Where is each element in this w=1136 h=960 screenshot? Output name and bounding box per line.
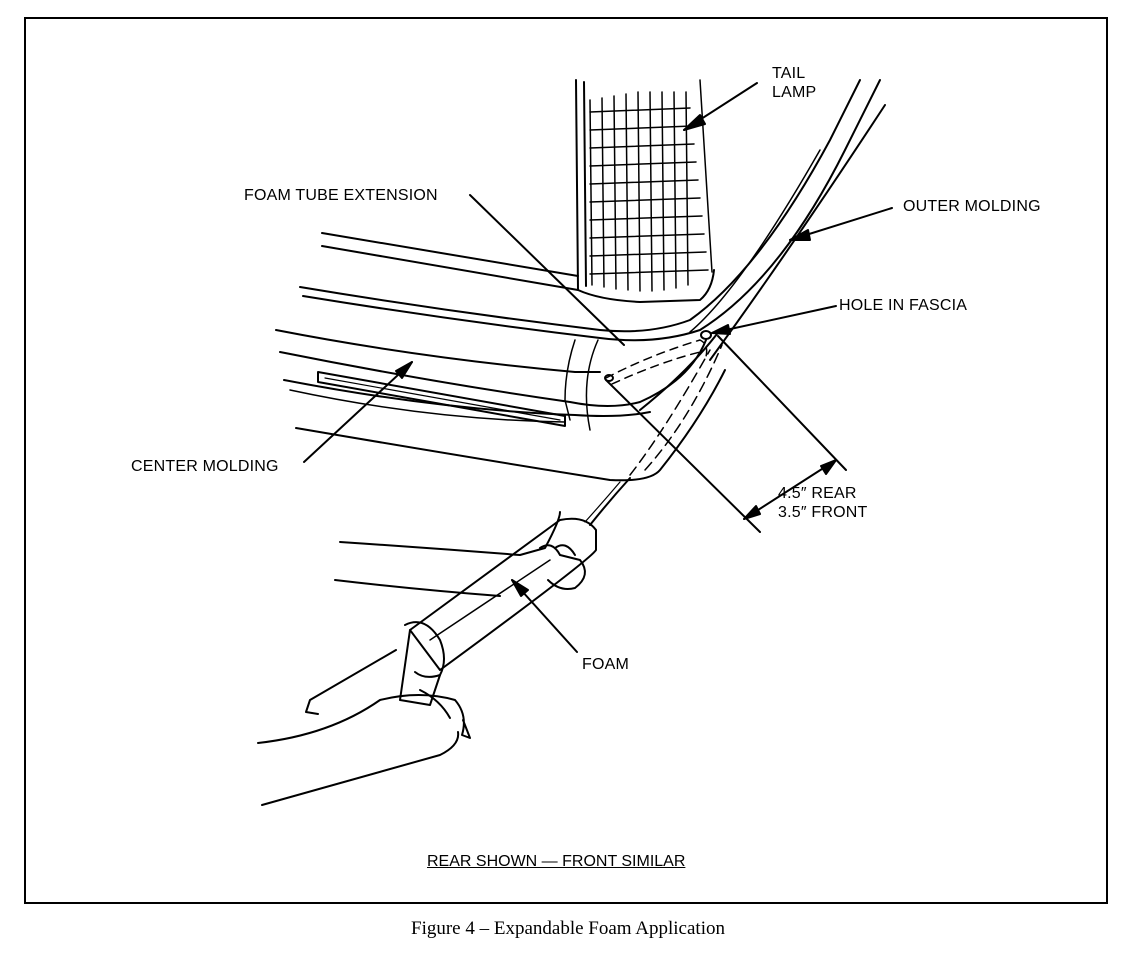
label-foam: FOAM: [582, 656, 630, 673]
figure-frame: [24, 17, 1108, 904]
fascia-hole: [700, 330, 712, 340]
body-panel-lines: [299, 79, 886, 361]
center-molding-strip: [317, 371, 566, 427]
foam-gun: [305, 517, 597, 715]
figure-caption: Figure 4 – Expandable Foam Application: [411, 918, 725, 939]
label-center-molding: CENTER MOLDING: [131, 458, 279, 475]
tail-lamp: [575, 79, 715, 303]
outer-molding: [604, 329, 723, 476]
label-tail-lamp-line1: TAIL: [772, 65, 806, 82]
foam-tube: [584, 477, 631, 526]
label-dimension-front: 3.5″ FRONT: [778, 504, 868, 521]
view-note: REAR SHOWN — FRONT SIMILAR: [427, 853, 686, 870]
label-foam-tube-extension: FOAM TUBE EXTENSION: [244, 187, 438, 204]
label-hole-in-fascia: HOLE IN FASCIA: [839, 297, 968, 314]
bumper-fascia: [275, 329, 726, 482]
label-dimension-rear: 4.5″ REAR: [778, 485, 857, 502]
label-tail-lamp-line2: LAMP: [772, 84, 817, 101]
label-outer-molding: OUTER MOLDING: [903, 198, 1041, 215]
hands: [257, 511, 586, 806]
leader-lines: [303, 82, 893, 653]
tail-lamp-grid: [589, 91, 709, 292]
